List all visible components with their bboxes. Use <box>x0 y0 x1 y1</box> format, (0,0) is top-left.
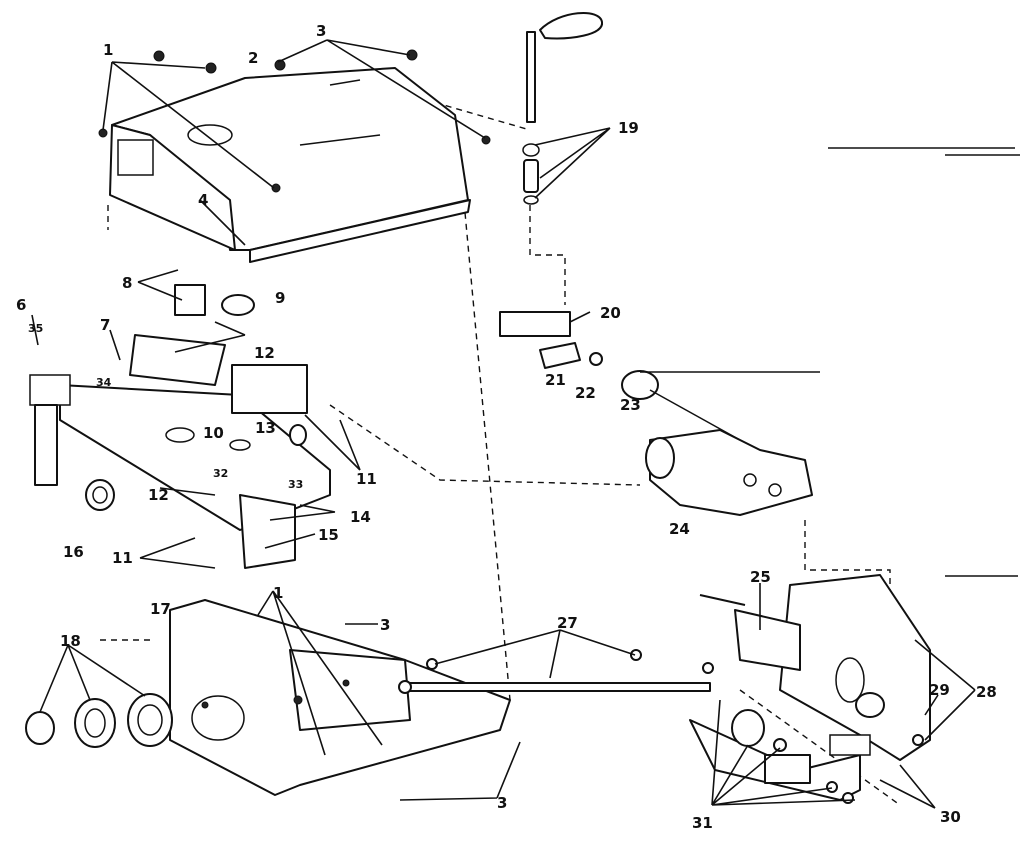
right-frame-part <box>689 574 931 804</box>
leader-lines <box>31 39 976 809</box>
callout-10: 10 <box>203 424 224 442</box>
callout-30: 30 <box>940 808 961 826</box>
callout-3-top: 3 <box>316 22 326 40</box>
callout-31: 31 <box>692 814 713 832</box>
bearing-set-part <box>25 693 173 748</box>
callout-21: 21 <box>545 371 566 389</box>
lower-housing-part <box>169 599 511 796</box>
shaft-part <box>398 649 714 694</box>
control-panel-part <box>29 284 331 569</box>
callout-22: 22 <box>575 384 596 402</box>
motor-part <box>499 311 813 516</box>
callout-12-bottom: 12 <box>148 486 169 504</box>
callout-7: 7 <box>100 316 110 334</box>
callout-11-right: 11 <box>356 470 377 488</box>
edge-rules <box>640 147 1020 577</box>
callout-35: 35 <box>28 322 43 335</box>
callout-19: 19 <box>618 119 639 137</box>
callout-8: 8 <box>122 274 132 292</box>
screws-top <box>153 49 418 74</box>
callout-34: 34 <box>96 376 112 389</box>
callout-14: 14 <box>350 508 371 526</box>
callout-24: 24 <box>669 520 690 538</box>
callout-3-lower: 3 <box>380 616 390 634</box>
callout-33: 33 <box>288 478 303 491</box>
callout-3-bottom: 3 <box>497 794 507 812</box>
callout-4: 4 <box>198 191 208 209</box>
callout-32: 32 <box>213 467 228 480</box>
callout-20: 20 <box>600 304 621 322</box>
callout-27: 27 <box>557 614 578 632</box>
callout-18: 18 <box>60 632 81 650</box>
callout-2: 2 <box>248 49 258 67</box>
callout-17: 17 <box>150 600 171 618</box>
callout-25: 25 <box>750 568 771 586</box>
callout-9: 9 <box>275 289 285 307</box>
callout-11-left: 11 <box>112 549 133 567</box>
callout-labels: 1 2 3 4 6 7 8 9 10 11 11 12 12 13 14 15 … <box>16 22 997 832</box>
top-cover-part <box>98 67 491 263</box>
callout-23: 23 <box>620 396 641 414</box>
callout-12-top: 12 <box>254 344 275 362</box>
callout-6: 6 <box>16 296 26 314</box>
callout-16: 16 <box>63 543 84 561</box>
callout-15: 15 <box>318 526 339 544</box>
callout-28: 28 <box>976 683 997 701</box>
callout-1-lower: 1 <box>273 584 283 602</box>
shift-lever-part <box>522 12 603 205</box>
callout-1-top: 1 <box>103 41 113 59</box>
callout-29: 29 <box>929 681 950 699</box>
callout-13: 13 <box>255 419 276 437</box>
